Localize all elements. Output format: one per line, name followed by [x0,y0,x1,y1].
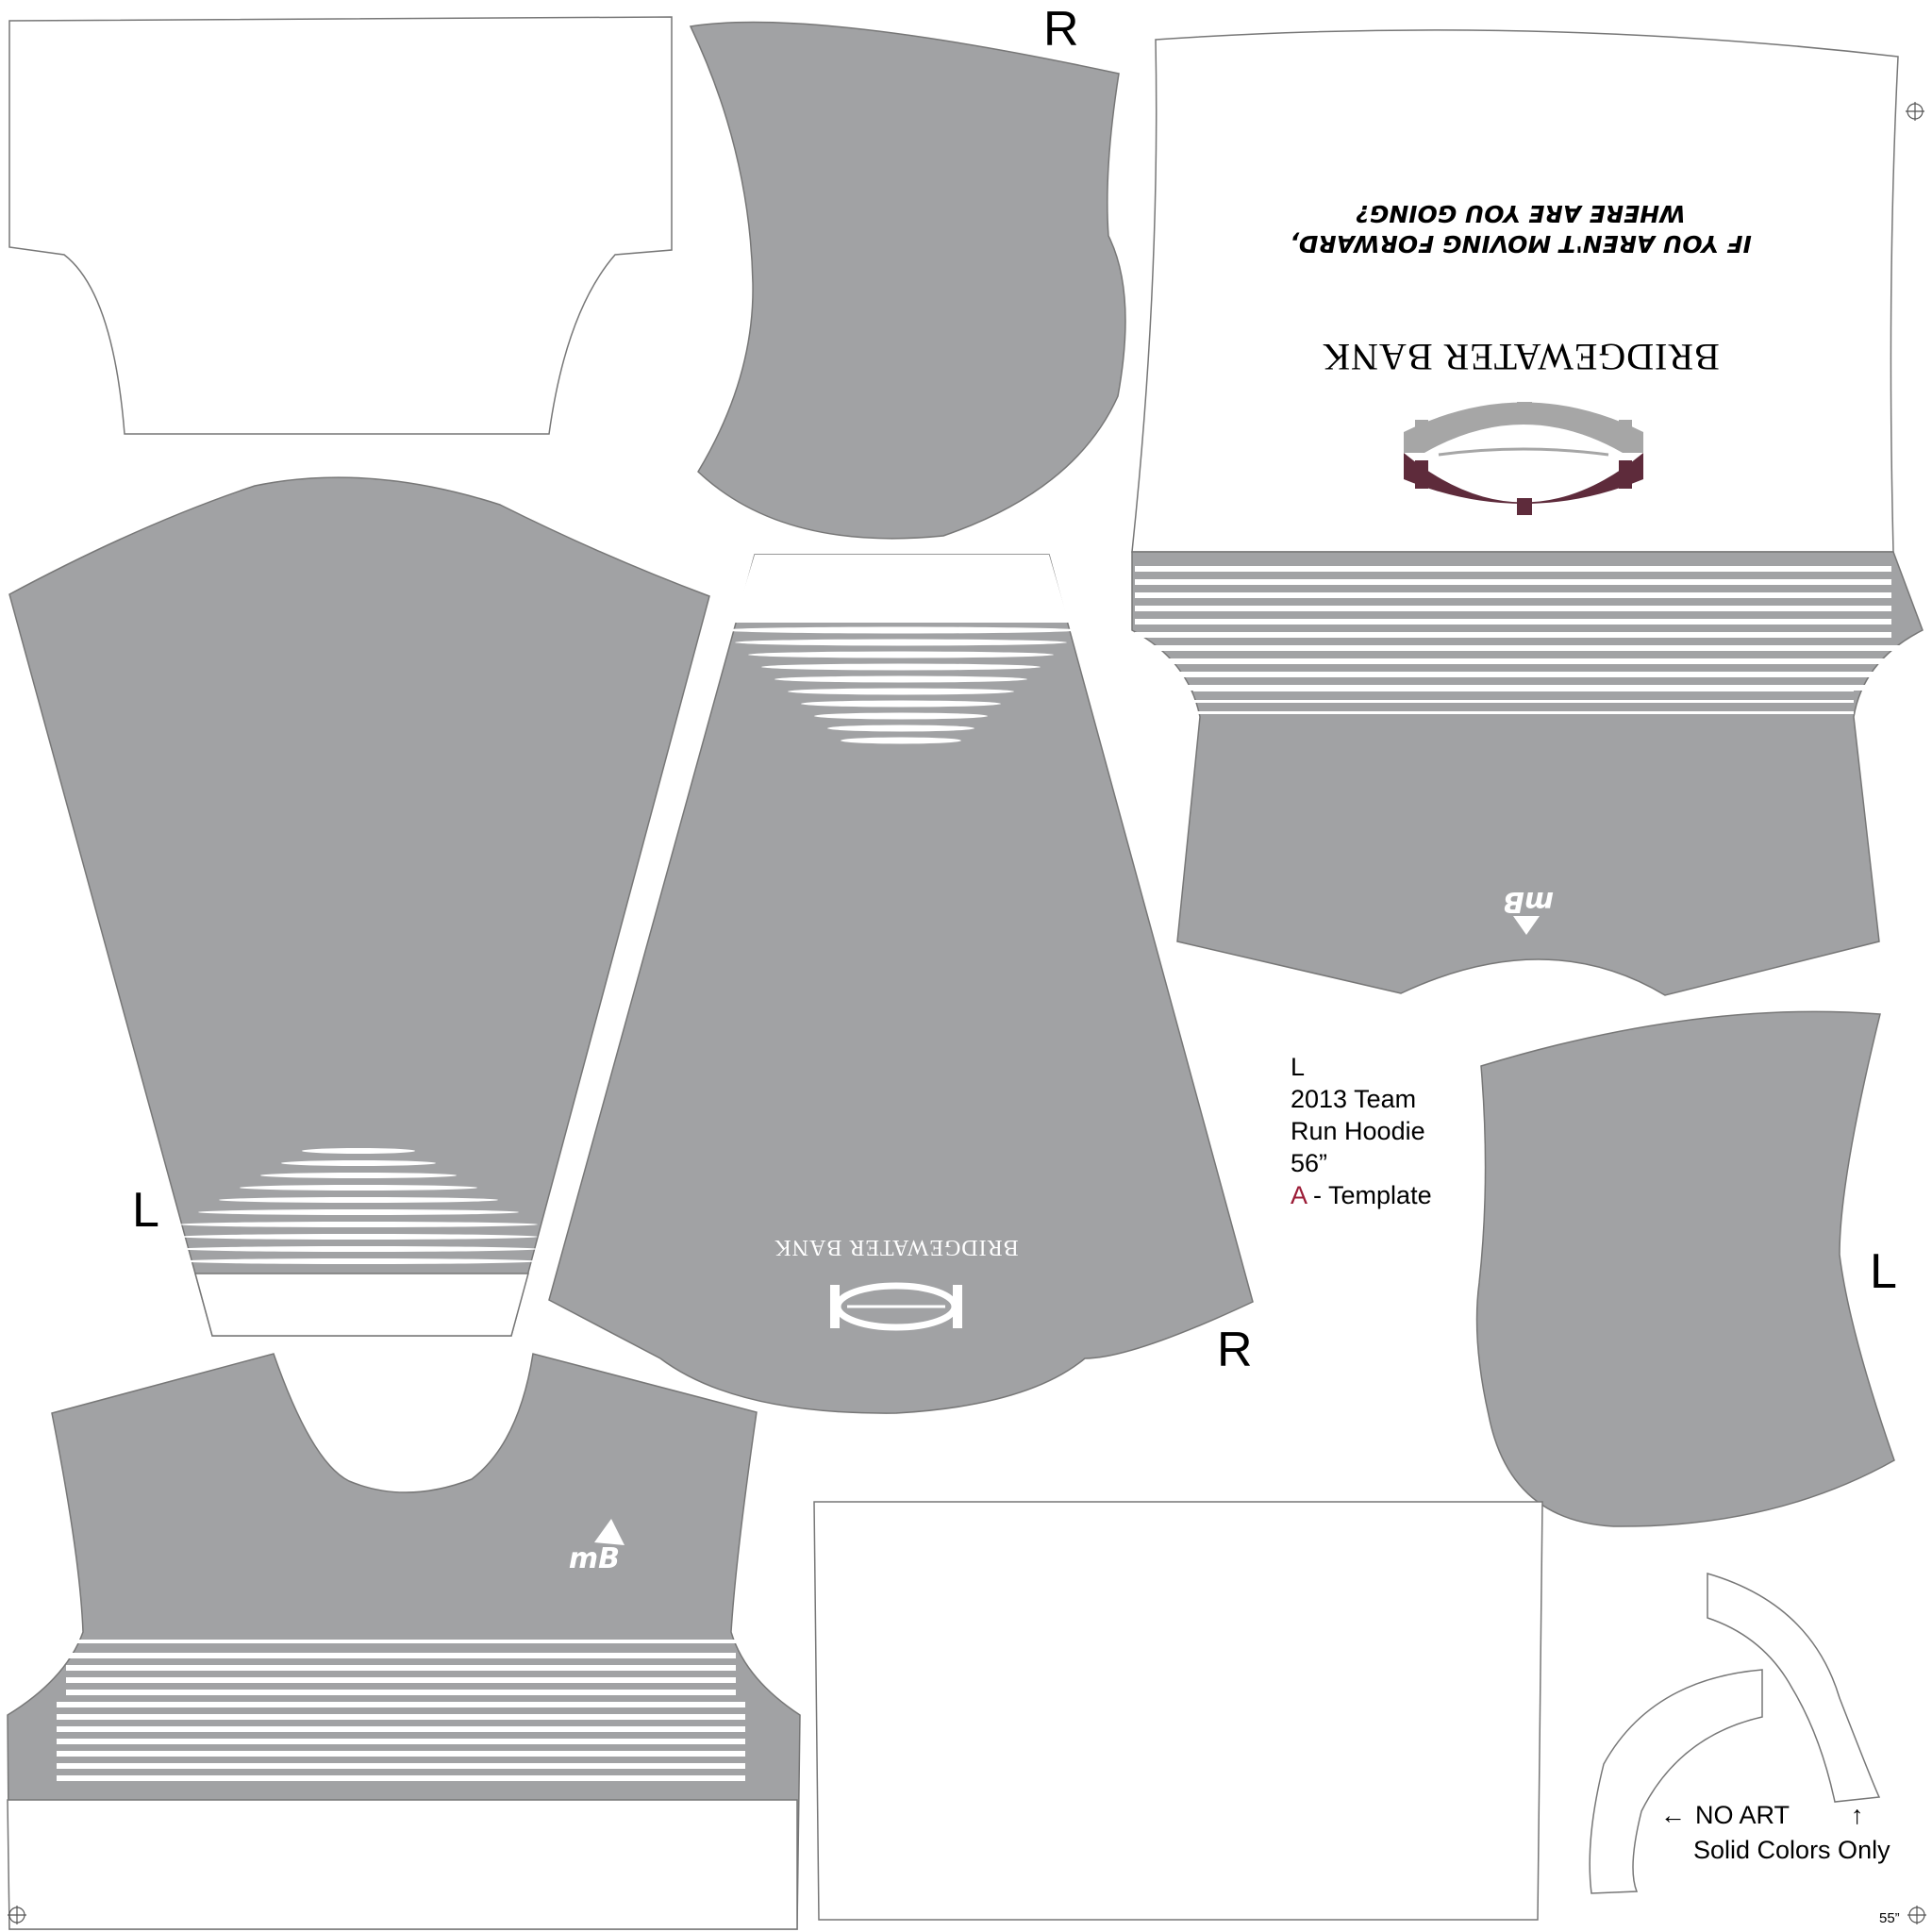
sleeve-stripe [179,1222,538,1227]
center-stripe [827,724,974,732]
center-stripe [735,639,1067,646]
width-mark: 55” [1879,1910,1900,1926]
sleeve-stripe [260,1173,457,1178]
center-bank-logo-icon [830,1282,962,1331]
back-panel-hem [7,1799,798,1930]
back-stripe [66,1677,736,1683]
center-panel [548,554,1254,1414]
center-stripe [814,712,988,720]
info-block: L 2013 Team Run Hoodie 56” A - Template [1291,1053,1432,1209]
front-stripe [1135,658,1910,664]
mb-mark-back: mB [569,1519,625,1575]
sleeve-stripe [179,1234,538,1240]
no-art-note: ←NO ART [1660,1801,1790,1829]
back-stripe [57,1751,745,1757]
center-stripe [788,688,1014,695]
left-sleeve-stripes [179,1148,538,1264]
info-line-1: 2013 Team [1291,1085,1416,1113]
back-stripe [57,1763,745,1769]
front-stripe-thin [1193,700,1854,703]
front-stripe [1135,685,1910,691]
upside-down-branding: IF YOU AREN'T MOVING FORWARD, WHERE ARE … [1290,200,1752,378]
center-branding-upside-down: BRIDGEWATER BANK [774,1235,1018,1259]
slogan-line-2: WHERE ARE YOU GOING? [1356,200,1685,227]
right-sleeve-panel [1475,1010,1895,1527]
back-stripe [66,1653,736,1658]
piece-letter-r-top: R [1043,2,1079,57]
bank-name-upside-down: BRIDGEWATER BANK [1322,336,1720,378]
solid-colors-note: Solid Colors Only [1693,1836,1890,1864]
hood-panel-top-left [8,16,673,435]
center-stripe [761,663,1041,671]
left-sleeve-cuff [194,1273,529,1337]
bank-logo-icon [1404,402,1643,515]
back-stripe [57,1702,745,1707]
center-stripe [841,737,961,744]
info-size: L [1291,1053,1305,1081]
front-stripe [1135,672,1910,677]
center-stripe [748,651,1054,658]
info-line-4: A - Template [1291,1181,1432,1209]
front-stripe [1135,645,1910,651]
sleeve-stripe [179,1258,538,1264]
back-stripe [57,1726,745,1732]
piece-letter-l-right: L [1870,1244,1897,1299]
sleeve-stripe [198,1209,519,1215]
front-panel-stripes [1135,566,1910,714]
piece-letter-r-center: R [1217,1323,1253,1377]
piece-letter-l-left: L [132,1183,159,1238]
back-stripe [57,1739,745,1744]
sleeve-panel-top [689,21,1126,540]
back-stripe [66,1690,736,1695]
left-arrow-icon: ← [1660,1801,1686,1829]
info-line-2: Run Hoodie [1291,1117,1425,1145]
registration-mark-bottom-right-icon [1907,1906,1926,1924]
sleeve-stripe [219,1197,498,1203]
left-sleeve-panel [8,476,710,1337]
back-stripe [66,1665,736,1671]
sleeve-stripe [281,1160,436,1166]
front-stripe [1135,619,1891,625]
center-stripe [722,626,1080,634]
svg-text:mB: mB [1503,885,1554,918]
slogan-line-1: IF YOU AREN'T MOVING FORWARD, [1290,230,1752,258]
back-stripe [57,1714,745,1720]
front-stripe-thin [1193,689,1854,691]
front-panel-upper-right [1131,29,1899,553]
center-panel-stripes [722,626,1080,744]
trim-arc-upper [1707,1573,1881,1803]
back-stripe-thin [66,1640,736,1643]
sleeve-stripe [240,1185,477,1191]
trim-arc-lower [1589,1669,1763,1894]
front-stripe [1135,579,1891,585]
front-stripe-thin [1193,711,1854,714]
center-stripe [774,675,1027,683]
registration-mark-bottom-left-icon [8,1906,26,1924]
front-stripe [1135,632,1891,638]
pocket-panel [813,1501,1543,1921]
svg-text:mB: mB [569,1542,620,1575]
sleeve-stripe [302,1148,415,1154]
mb-mark-upside-down: mB [1503,885,1554,935]
back-panel-stripes [57,1640,745,1781]
front-stripe [1135,606,1891,611]
info-line-3: 56” [1291,1149,1327,1177]
center-stripe [801,700,1001,708]
bank-name-center: BRIDGEWATER BANK [774,1235,1018,1259]
up-arrow-icon: ↑ [1851,1801,1864,1829]
registration-mark-top-right-icon [1906,102,1924,121]
front-stripe [1135,566,1891,572]
front-stripe [1135,592,1891,598]
sleeve-stripe [179,1246,538,1252]
back-stripe [57,1775,745,1781]
center-panel-neck [734,555,1069,623]
